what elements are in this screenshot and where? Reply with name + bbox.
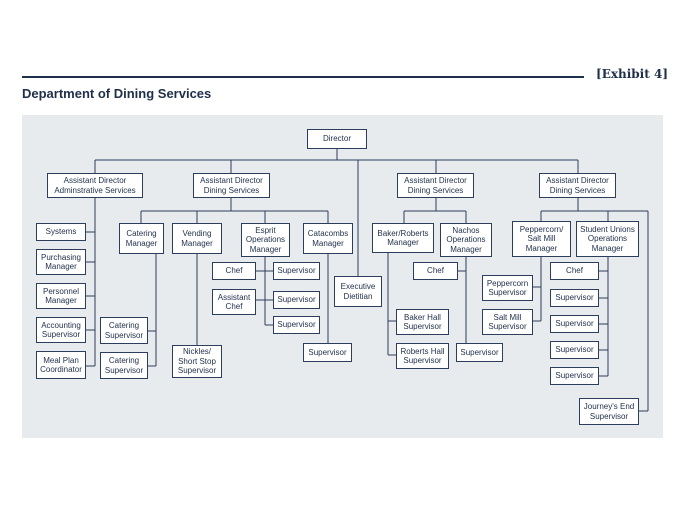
ad-admin-box: Assistant Director Adminstrative Service… [47, 173, 143, 198]
esprit-assistant-chef-box: Assistant Chef [212, 289, 256, 315]
executive-dietitian-box: Executive Dietitian [334, 276, 382, 307]
peppercorn-supervisor-box: Peppercorn Supervisor [482, 275, 533, 301]
nachos-chef-box: Chef [413, 262, 458, 280]
nickles-supervisor-box: Nickles/ Short Stop Supervisor [172, 345, 222, 378]
personnel-manager-box: Personnel Manager [36, 283, 86, 309]
esprit-chef-box: Chef [212, 262, 256, 280]
esprit-supervisor-box-3: Supervisor [273, 316, 320, 334]
header-rule [22, 76, 584, 78]
ad-dining-box-3: Assistant Director Dining Services [539, 173, 616, 198]
catacombs-supervisor-box: Supervisor [303, 343, 352, 362]
vending-manager-box: Vending Manager [172, 223, 222, 254]
esprit-supervisor-box-1: Supervisor [273, 262, 320, 280]
salt-mill-supervisor-box: Salt Mill Supervisor [482, 309, 533, 335]
journeys-end-supervisor-box: Journey's End Supervisor [579, 398, 639, 425]
ad-dining-box-1: Assistant Director Dining Services [193, 173, 270, 198]
nachos-manager-box: Nachos Operations Manager [440, 223, 492, 257]
su-supervisor-box-2: Supervisor [550, 315, 599, 333]
catering-supervisor-box-1: Catering Supervisor [100, 317, 148, 344]
su-supervisor-box-1: Supervisor [550, 289, 599, 307]
exhibit-label: [Exhibit 4] [596, 67, 668, 81]
systems-box: Systems [36, 223, 86, 241]
su-chef-box: Chef [550, 262, 599, 280]
baker-roberts-manager-box: Baker/Roberts Manager [372, 223, 434, 253]
catering-manager-box: Catering Manager [119, 223, 164, 254]
student-unions-manager-box: Student Unions Operations Manager [576, 221, 639, 257]
nachos-supervisor-box: Supervisor [456, 343, 503, 362]
ad-dining-box-2: Assistant Director Dining Services [397, 173, 474, 198]
director-box: Director [307, 129, 367, 149]
chart-title: Department of Dining Services [22, 86, 212, 101]
catering-supervisor-box-2: Catering Supervisor [100, 352, 148, 379]
purchasing-manager-box: Purchasing Manager [36, 249, 86, 275]
catacombs-manager-box: Catacombs Manager [303, 223, 353, 254]
su-supervisor-box-3: Supervisor [550, 341, 599, 359]
accounting-supervisor-box: Accounting Supervisor [36, 317, 86, 343]
roberts-hall-supervisor-box: Roberts Hall Supervisor [396, 343, 449, 369]
meal-plan-coordinator-box: Meal Plan Coordinator [36, 351, 86, 379]
baker-hall-supervisor-box: Baker Hall Supervisor [396, 309, 449, 335]
peppercorn-manager-box: Peppercorn/ Salt Mill Manager [512, 221, 571, 257]
esprit-supervisor-box-2: Supervisor [273, 291, 320, 309]
esprit-manager-box: Esprit Operations Manager [241, 223, 290, 257]
su-supervisor-box-4: Supervisor [550, 367, 599, 385]
